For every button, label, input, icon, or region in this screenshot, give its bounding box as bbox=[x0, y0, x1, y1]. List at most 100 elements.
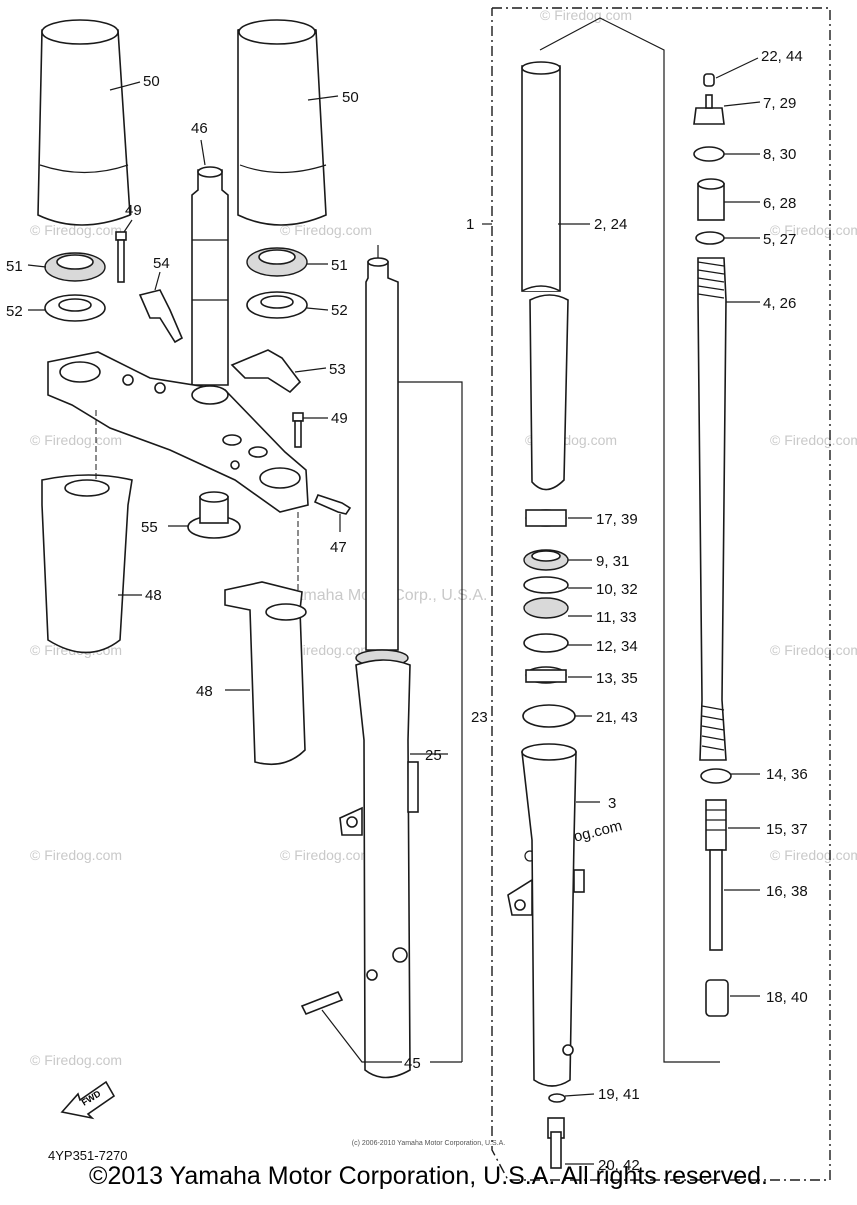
callout-13-35: 13, 35 bbox=[596, 670, 638, 687]
steering-stem bbox=[191, 169, 229, 386]
outer-tube-mount bbox=[507, 878, 533, 916]
oil-seal-right-inner bbox=[258, 249, 296, 265]
inner-tube-break bbox=[521, 285, 561, 292]
callout-6-28: 6, 28 bbox=[763, 195, 796, 212]
callout-51: 51 bbox=[6, 258, 23, 275]
leader-line-45 bbox=[321, 1009, 402, 1063]
leader-line bbox=[564, 1093, 595, 1097]
callout-4-26: 4, 26 bbox=[763, 295, 796, 312]
assembled-lug bbox=[407, 761, 419, 813]
bracket-hole bbox=[122, 374, 134, 386]
hose-guide bbox=[230, 349, 302, 394]
watermark: © Firedog.com bbox=[770, 222, 857, 238]
o-ring-8 bbox=[693, 146, 725, 162]
assembled-cap bbox=[367, 257, 389, 267]
cap-bolt-stem bbox=[705, 94, 713, 109]
callout-55: 55 bbox=[141, 519, 158, 536]
callout-1: 1 bbox=[466, 216, 474, 233]
spring-coil-bottom bbox=[701, 705, 725, 751]
assembly-boundary bbox=[491, 7, 831, 1181]
callout-2-24: 2, 24 bbox=[594, 216, 627, 233]
callout-52: 52 bbox=[6, 303, 23, 320]
watermark-layer: © Firedog.com © Firedog.com © Firedog.co… bbox=[30, 7, 857, 1068]
fork-cover-right-bore bbox=[265, 603, 307, 621]
callout-11-33: 11, 33 bbox=[596, 609, 637, 626]
adjuster-22 bbox=[703, 73, 715, 87]
leader-line bbox=[27, 264, 47, 268]
leader-line bbox=[294, 367, 327, 373]
watermark: © Firedog.com bbox=[770, 642, 857, 658]
callout-48: 48 bbox=[196, 683, 213, 700]
callout-9-31: 9, 31 bbox=[596, 553, 629, 570]
copyright-footer: ©2013 Yamaha Motor Corporation, U.S.A. A… bbox=[89, 1162, 768, 1190]
assembled-outer-tube bbox=[355, 659, 411, 1079]
axle-hole bbox=[366, 969, 378, 981]
watermark: © Firedog.com bbox=[770, 847, 857, 863]
outer-tube-lug bbox=[573, 869, 585, 893]
inner-tube-top bbox=[521, 61, 561, 75]
washer-12 bbox=[523, 633, 569, 653]
assembled-inner-tube bbox=[365, 261, 399, 651]
ring-14 bbox=[700, 768, 732, 784]
watermark: © Firedog.com bbox=[770, 432, 857, 448]
pinch-bolt bbox=[313, 494, 352, 515]
watermark: © Firedog.com bbox=[30, 222, 122, 238]
callout-51: 51 bbox=[331, 257, 348, 274]
callout-12-34: 12, 34 bbox=[596, 638, 638, 655]
bracket-hole bbox=[154, 382, 166, 394]
watermark: © Firedog.com bbox=[30, 847, 122, 863]
leader-line bbox=[200, 139, 206, 166]
callout-10-32: 10, 32 bbox=[596, 581, 638, 598]
steering-stem-top bbox=[197, 166, 223, 178]
callout-21-43: 21, 43 bbox=[596, 709, 638, 726]
callout-7-29: 7, 29 bbox=[763, 95, 796, 112]
oil-seal-11 bbox=[523, 597, 569, 619]
callout-46: 46 bbox=[191, 120, 208, 137]
outer-tube bbox=[521, 745, 577, 1087]
watermark: © Firedog.com bbox=[540, 7, 632, 23]
callout-22-44: 22, 44 bbox=[761, 48, 803, 65]
leader-line bbox=[154, 271, 161, 291]
leader-line bbox=[723, 101, 761, 107]
watermark: © Firedog.com bbox=[30, 1052, 122, 1068]
outer-tube-mouth bbox=[521, 743, 577, 761]
under-bracket bbox=[47, 351, 309, 513]
callout-50: 50 bbox=[342, 89, 359, 106]
diagram-code: 4YP351-7270 bbox=[48, 1148, 128, 1163]
callout-47: 47 bbox=[330, 539, 347, 556]
small-print: (c) 2006-2010 Yamaha Motor Corporation, … bbox=[351, 1140, 506, 1147]
spacer-6-top bbox=[697, 178, 725, 190]
fork-cover-left bbox=[41, 474, 133, 654]
cap-bolt-7 bbox=[693, 107, 725, 125]
fork-spring bbox=[697, 257, 727, 761]
cable-clamp bbox=[138, 289, 184, 344]
oil-lock-piece-18 bbox=[705, 979, 729, 1017]
mount-hole bbox=[346, 816, 358, 828]
drain-hole bbox=[562, 1044, 574, 1056]
callout-48: 48 bbox=[145, 587, 162, 604]
callout-19-41: 19, 41 bbox=[598, 1086, 640, 1103]
boot-seam bbox=[239, 164, 327, 174]
fork-boot-left-top bbox=[41, 19, 119, 45]
callout-45: 45 bbox=[404, 1055, 421, 1072]
callout-54: 54 bbox=[153, 255, 170, 272]
callout-labels: 50 50 46 49 54 51 51 52 52 53 49 55 47 4… bbox=[6, 48, 808, 1174]
watermark: © Firedog.com bbox=[280, 222, 372, 238]
ring-nut-top bbox=[199, 491, 229, 503]
drain-bolt bbox=[550, 1131, 562, 1169]
slide-bushing-17-body bbox=[525, 509, 567, 527]
callout-50: 50 bbox=[143, 73, 160, 90]
bracket-stem-boss bbox=[191, 385, 229, 405]
fork-cover-left-bore bbox=[64, 479, 110, 497]
leader-line bbox=[109, 81, 141, 91]
leader-line bbox=[715, 57, 759, 79]
fork-boot-left bbox=[37, 23, 131, 226]
bracket-line-23 bbox=[398, 381, 463, 1062]
callout-3: 3 bbox=[608, 795, 616, 812]
fork-boot-right-top bbox=[238, 19, 316, 45]
damper-piston-15 bbox=[705, 799, 727, 851]
watermark: © Firedog.com bbox=[30, 432, 122, 448]
callout-20-42: 20, 42 bbox=[598, 1157, 640, 1174]
